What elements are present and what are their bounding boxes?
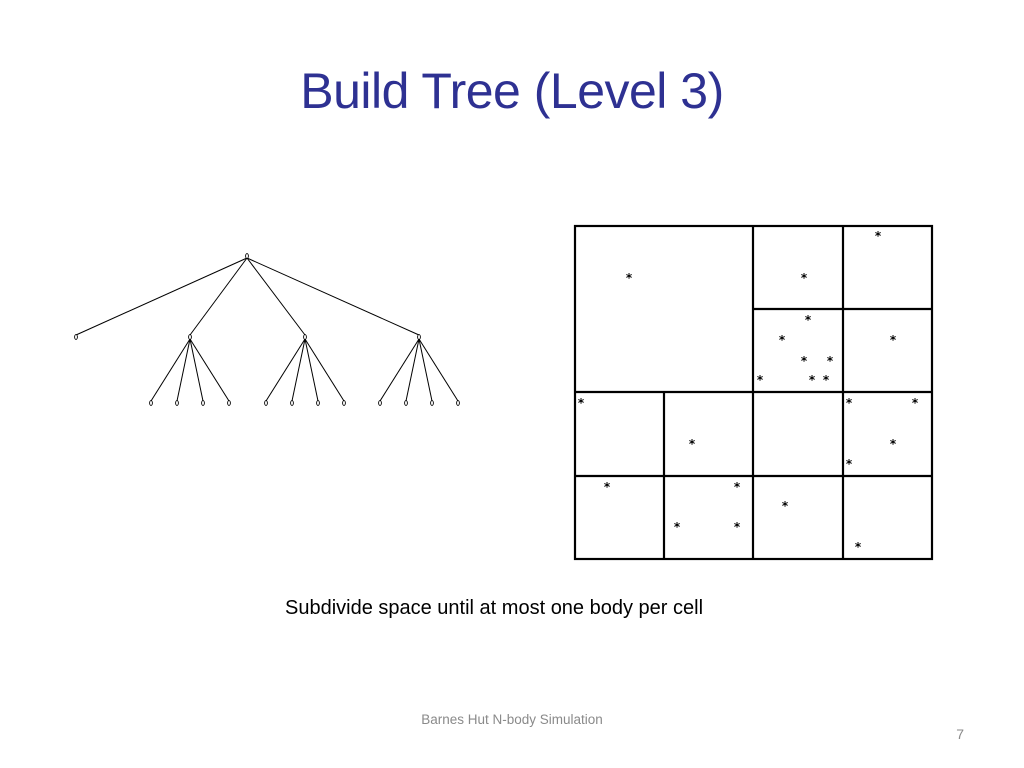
body-marker: * <box>805 313 812 327</box>
tree-edge <box>75 257 248 336</box>
tree-internal-node <box>188 334 192 340</box>
tree-leaf-node <box>378 400 382 406</box>
tree-edge <box>246 257 420 336</box>
body-marker: * <box>827 354 834 368</box>
tree-edge <box>405 338 420 402</box>
tree-leaf-node <box>290 400 294 406</box>
body-marker: * <box>890 333 897 347</box>
tree-edge <box>176 338 191 402</box>
body-marker: * <box>578 396 585 410</box>
tree-edge <box>418 338 459 402</box>
tree-edge <box>304 338 345 402</box>
body-marker: * <box>846 396 853 410</box>
body-marker: * <box>890 437 897 451</box>
body-marker: * <box>846 457 853 471</box>
body-marker: * <box>757 373 764 387</box>
body-marker: * <box>674 520 681 534</box>
tree-leaf-node <box>175 400 179 406</box>
tree-root-node <box>245 253 249 259</box>
page-number: 7 <box>956 726 964 742</box>
body-marker: * <box>875 229 882 243</box>
tree-edge <box>246 257 306 336</box>
body-marker: * <box>626 271 633 285</box>
tree-leaf-node <box>404 400 408 406</box>
quadtree-diagram <box>74 253 460 406</box>
tree-edge <box>189 338 204 402</box>
tree-leaf-node <box>264 400 268 406</box>
body-marker: * <box>809 373 816 387</box>
tree-edge <box>189 338 230 402</box>
tree-edge <box>379 338 420 402</box>
body-marker: * <box>779 333 786 347</box>
tree-leaf-node <box>227 400 231 406</box>
slide-title: Build Tree (Level 3) <box>300 63 724 119</box>
tree-internal-node <box>303 334 307 340</box>
tree-edge <box>189 257 248 336</box>
tree-internal-node <box>417 334 421 340</box>
slide-caption: Subdivide space until at most one body p… <box>284 597 704 619</box>
space-partition-grid <box>573 224 934 561</box>
tree-edge <box>291 338 306 402</box>
tree-edge <box>150 338 191 402</box>
tree-leaf-node <box>342 400 346 406</box>
tree-internal-node <box>74 334 78 340</box>
tree-leaf-node <box>201 400 205 406</box>
body-marker: * <box>604 480 611 494</box>
body-marker: * <box>734 480 741 494</box>
tree-leaf-node <box>456 400 460 406</box>
tree-edge <box>418 338 433 402</box>
body-marker: * <box>855 540 862 554</box>
bodies: * * * * * * * * * * * * * * * * * * * * * * * <box>578 229 919 554</box>
body-marker: * <box>801 271 808 285</box>
body-marker: * <box>823 373 830 387</box>
body-marker: * <box>782 499 789 513</box>
tree-leaf-node <box>149 400 153 406</box>
body-marker: * <box>912 396 919 410</box>
slide-footer: Barnes Hut N-body Simulation <box>421 712 603 727</box>
tree-leaf-node <box>430 400 434 406</box>
tree-edge <box>265 338 306 402</box>
body-marker: * <box>801 354 808 368</box>
tree-edge <box>304 338 319 402</box>
body-marker: * <box>689 437 696 451</box>
body-marker: * <box>734 520 741 534</box>
tree-leaf-node <box>316 400 320 406</box>
